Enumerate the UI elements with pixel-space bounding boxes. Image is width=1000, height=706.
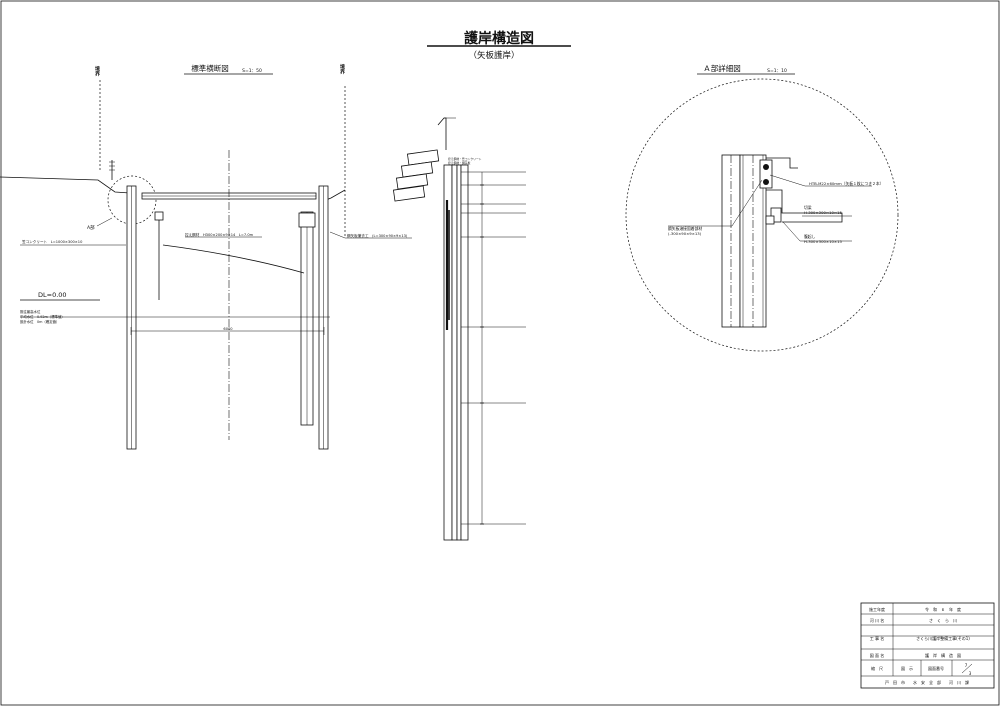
note-sheet-pile-spec: (-300×90×9×13) [668, 231, 702, 236]
elevation-pile-2 [451, 164, 458, 541]
dl-label: DL=0.00 [38, 291, 67, 299]
boundary-label-left: 境界 [94, 65, 101, 77]
detail-a-view: Ａ部詳細図 S=1：10 HTB-M22×60mm（矢板１枚につき２本） 切梁 … [625, 63, 899, 352]
tb-key-project: 工 事 名 [870, 635, 885, 641]
drawing-title: 護岸構造図 [464, 30, 534, 47]
title-block: 施工年度 令 和 ６ 年 度 河 川 名 さ く ら 川 工 事 名 さくら川護… [860, 602, 995, 689]
fence-post-icon [109, 160, 115, 180]
tb-key-scale: 縮 尺 [871, 665, 883, 671]
water-level-notes: 既往最高水位 平均水位 0.92m（標準値） 設計水位 0m（確定値） [20, 309, 65, 324]
boundary-label-right: 境界 [339, 63, 346, 75]
section-view-label: 標準横断図 [191, 63, 229, 73]
note-bracket-2-spec: H-300×300×10×15 [804, 239, 843, 244]
detail-view-label: Ａ部詳細図 [703, 63, 741, 73]
top-bracket [766, 157, 798, 169]
tb-key-drawing: 図 面 名 [870, 652, 885, 658]
tb-key-river: 河 川 名 [870, 617, 885, 623]
note-tie-rod: 控え鋼材 H300×200×9×14 L=7.0m [185, 232, 254, 237]
elevation-pile-4 [460, 164, 469, 541]
tb-office: 戸 田 市 水 安 全 部 河 川 課 [885, 679, 969, 685]
tb-key-year: 施工年度 [869, 606, 885, 612]
detail-a-tag: A部 [87, 224, 95, 231]
pile-elevation-view: 控え鋼材・笠コンクリート 控え鋼材・鋼矢板 [392, 117, 526, 541]
title-block-frame [860, 602, 995, 689]
svg-text:控え鋼材・笠コンクリート: 控え鋼材・笠コンクリート [448, 157, 482, 161]
bracket-stiffener [770, 207, 782, 223]
note-bracket-1: 切梁 [804, 205, 812, 210]
detail-view-scale: S=1：10 [767, 68, 787, 74]
note-cap-beam: 笠コンクリート L=1000×300×10 [22, 239, 83, 244]
boundary-marker-right: 境界 [339, 63, 346, 236]
detail-a-leader [96, 217, 113, 227]
note-bracket-2: 腹起し [804, 234, 816, 239]
water-line-3: 設計水位 0m（確定値） [20, 319, 59, 324]
elevation-level-lines [461, 171, 526, 525]
tb-key-sheet-no: 図面番号 [928, 665, 944, 671]
boundary-marker-left: 境界 [94, 65, 101, 172]
note-sheet-pile: 鋼矢板溶接固着部材 [668, 226, 702, 231]
tb-value-project: さくら川護岸整備工事(その1) [916, 635, 970, 641]
ground-line-left [0, 176, 131, 194]
stair-blocks [392, 149, 440, 202]
width-dimension: 6000 [223, 327, 233, 331]
bolt-icon [759, 159, 773, 189]
anchor-plate-head [298, 212, 316, 228]
ground-line-right [325, 189, 346, 201]
detail-a-circle [625, 78, 899, 352]
tb-sheet-no-numerator: 7 [965, 663, 968, 668]
drawing-subtitle: （矢板護岸） [468, 50, 519, 61]
svg-text:控え鋼材・鋼矢板: 控え鋼材・鋼矢板 [448, 161, 471, 165]
tb-value-river: さ く ら 川 [929, 617, 957, 623]
tb-value-scale: 図 示 [901, 666, 913, 671]
tie-rod-anchor [154, 211, 164, 221]
standard-cross-section: 標準横断図 S=1：50 境界 境界 A部 [0, 63, 412, 450]
tb-value-drawing: 護 岸 構 造 図 [925, 652, 961, 658]
note-anchor-pile: 鋼矢板撤去工 (L=300×90×9×13) [347, 233, 408, 238]
water-line-1: 既往最高水位 [20, 309, 41, 314]
tie-rod-diagonal [162, 244, 305, 274]
water-line-2: 平均水位 0.92m（標準値） [20, 314, 65, 319]
tb-value-year: 令 和 ６ 年 度 [925, 606, 961, 612]
note-bracket-1-spec: H-300×300×10×15 [804, 210, 843, 215]
elevation-pile-3 [456, 164, 462, 541]
note-bolt: HTB-M22×60mm（矢板１枚につき２本） [809, 181, 883, 186]
mid-bracket [766, 189, 843, 223]
drawing-title-group: 護岸構造図 （矢板護岸） [427, 30, 571, 61]
tb-sheet-no-denominator: 3 [969, 671, 972, 676]
section-view-scale: S=1：50 [242, 68, 262, 74]
